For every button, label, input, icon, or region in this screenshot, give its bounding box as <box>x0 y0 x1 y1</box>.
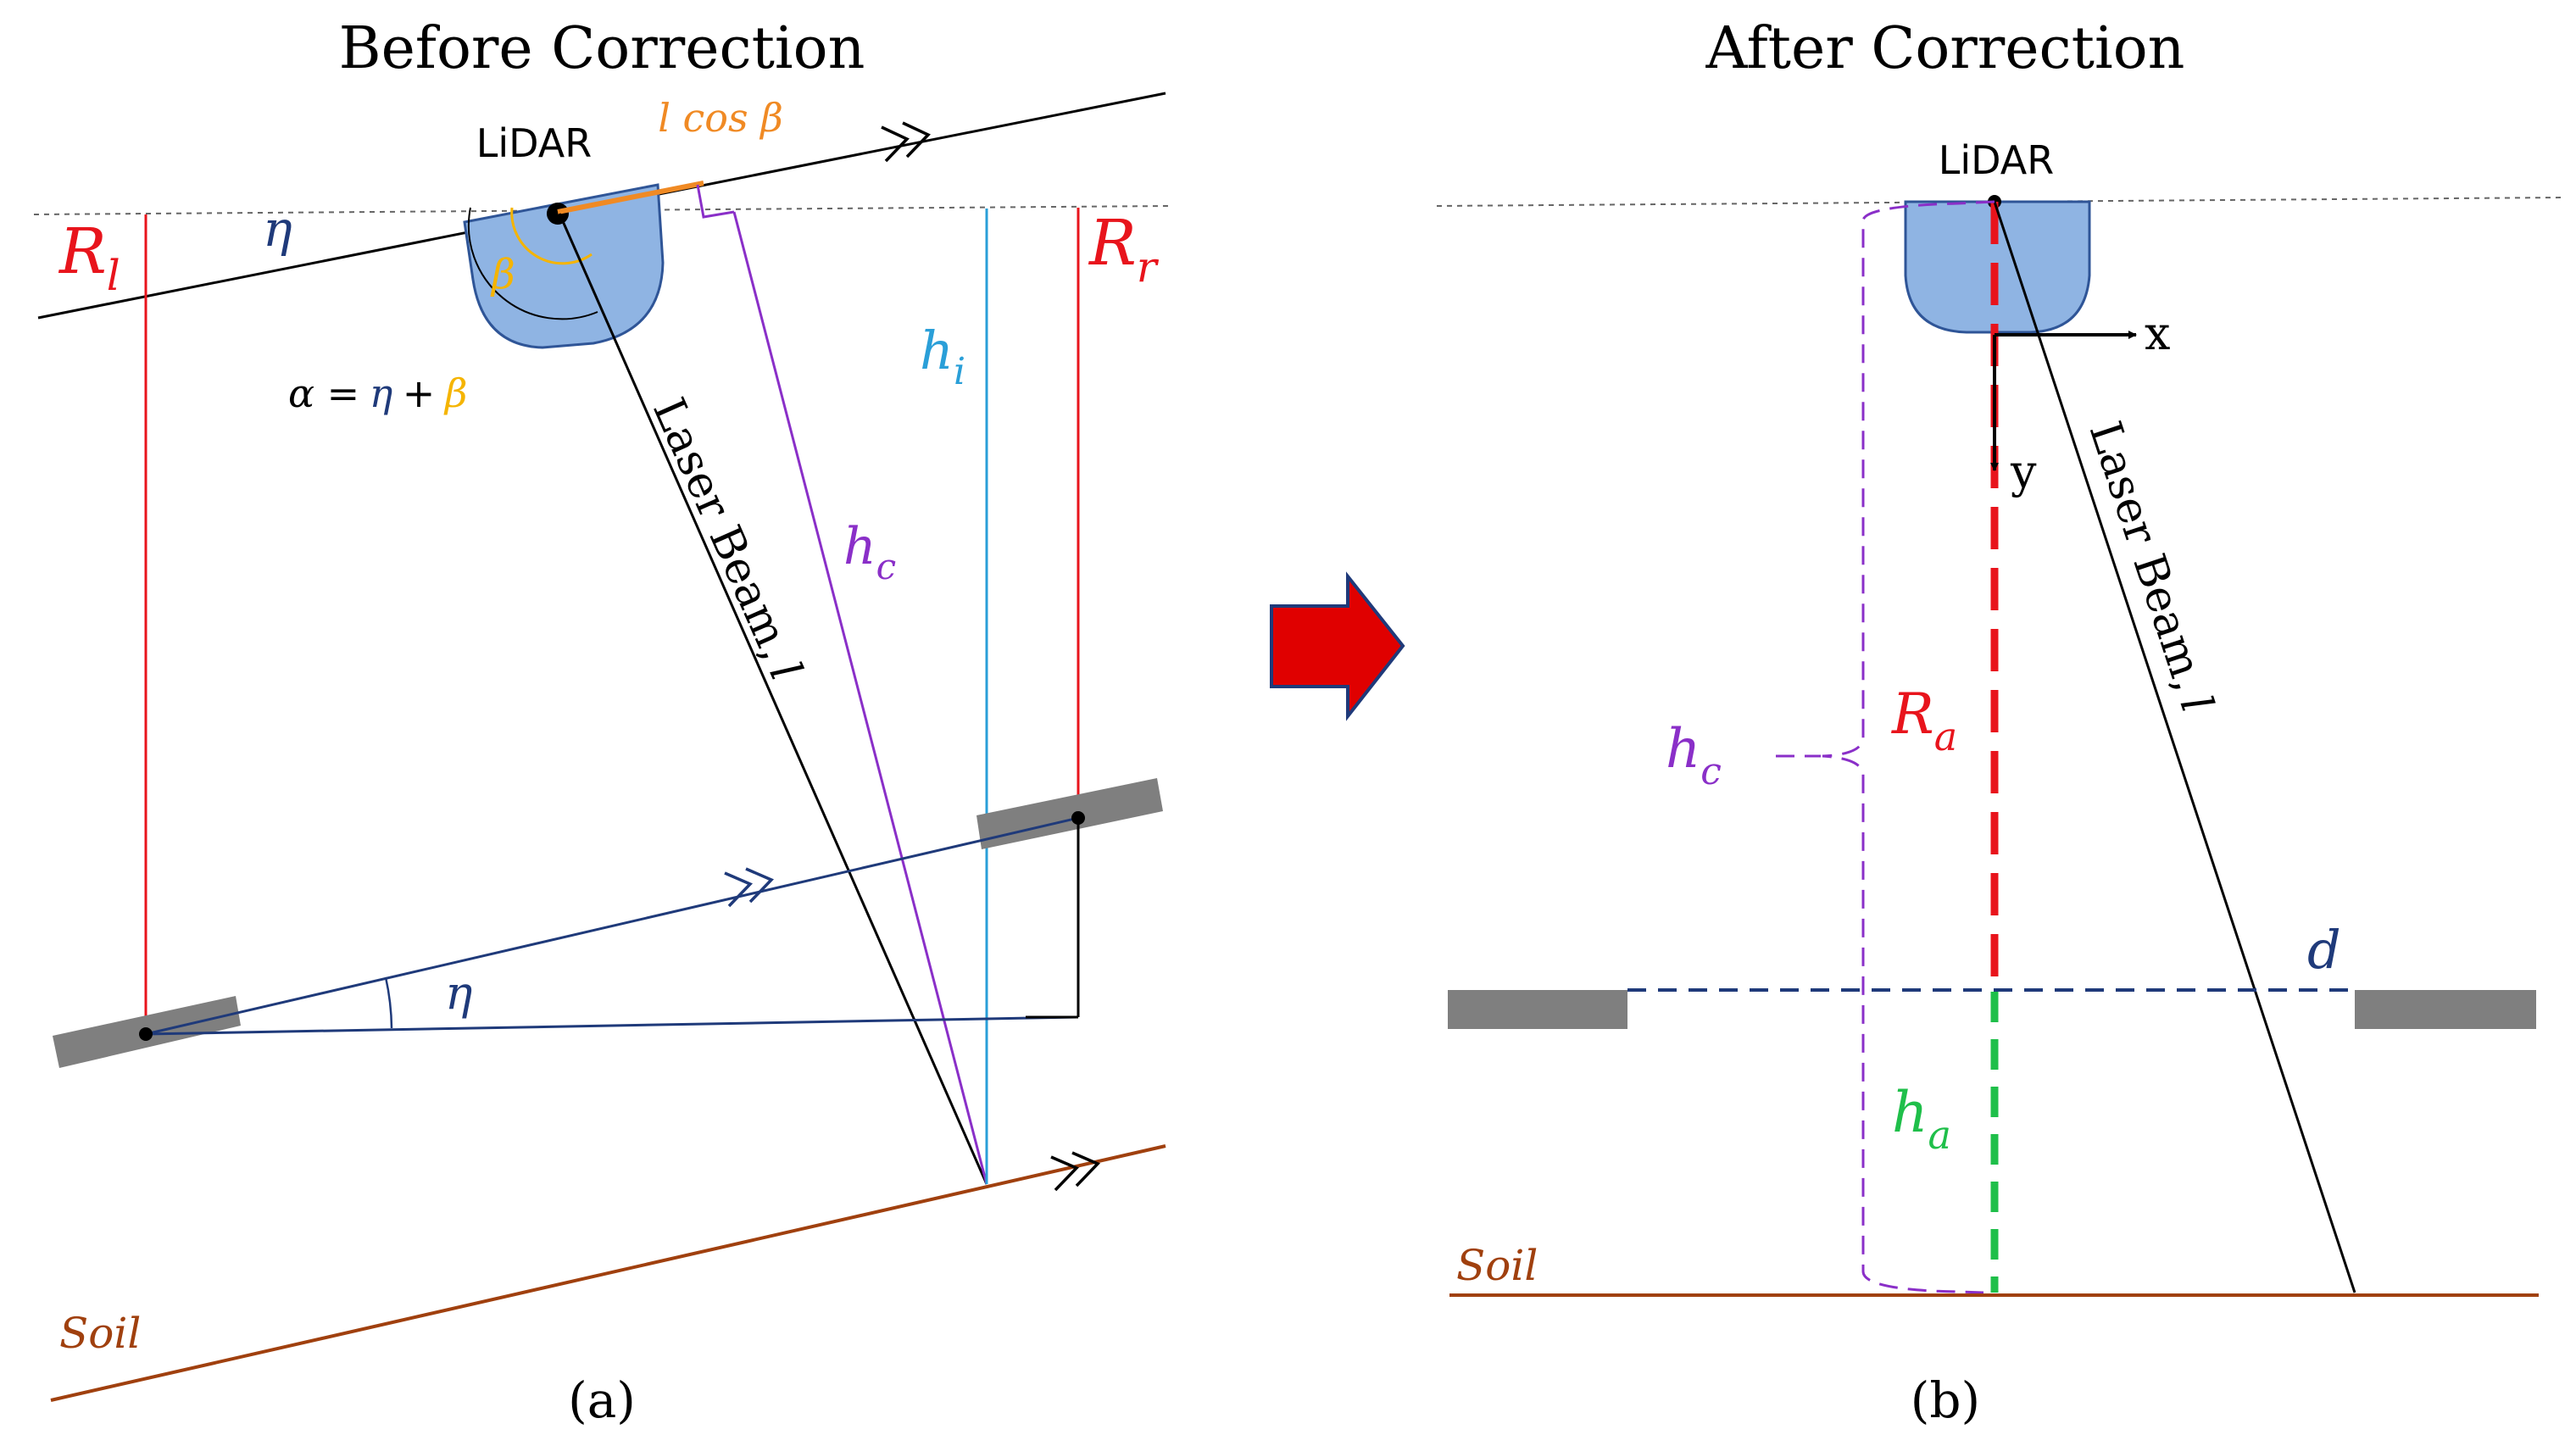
transition-arrow-icon <box>1270 571 1405 721</box>
alpha-angle-arc <box>467 207 598 320</box>
beta-label: β <box>490 251 515 298</box>
eta-angle-arc <box>384 976 393 1029</box>
h-i-label: hi <box>920 320 965 393</box>
panel-a: Before Correction LiDAR l cos β Rl <box>33 15 1171 1429</box>
plant-row-right-b <box>2355 990 2536 1029</box>
h-c-line <box>732 211 988 1185</box>
h-c-label-b: hc <box>1666 718 1722 793</box>
lidar-label-b: LiDAR <box>1939 137 2054 183</box>
laser-beam-line-b <box>1993 201 2356 1293</box>
horizontal-reference-line <box>33 205 1171 215</box>
l-cos-beta-label: l cos β <box>658 95 783 141</box>
panel-a-caption: (a) <box>568 1371 636 1429</box>
beta-angle-arc <box>510 207 593 265</box>
l-cos-beta-segment <box>557 181 704 214</box>
parallel-chevron-soil <box>1050 1151 1101 1192</box>
parallel-chevron-top <box>881 121 931 163</box>
R-r-label: Rr <box>1088 207 1160 292</box>
y-axis-label: y <box>2010 445 2037 498</box>
parallel-chevron-middle <box>724 867 775 908</box>
soil-label-left: Soil <box>59 1309 141 1358</box>
soil-line-left <box>50 1144 1166 1402</box>
lidar-label: LiDAR <box>476 120 592 166</box>
R-l-label: Rl <box>58 215 120 300</box>
panel-b: After Correction LiDAR x y Laser Beam,l … <box>1436 15 2565 1429</box>
eta-top-label: η <box>263 200 292 258</box>
eta-angle-label: η <box>445 966 472 1020</box>
row-point-right <box>1071 811 1085 825</box>
plant-row-left-b <box>1448 990 1627 1029</box>
row-connecting-line <box>145 816 1079 1036</box>
d-label: d <box>2307 919 2341 981</box>
h-a-label: ha <box>1892 1080 1951 1158</box>
h-c-label: hc <box>843 517 896 587</box>
panel-b-caption: (b) <box>1911 1371 1980 1429</box>
horizontal-baseline <box>145 1015 1079 1036</box>
panel-b-title: After Correction <box>1705 15 2185 82</box>
laser-beam-line <box>558 213 988 1185</box>
R-a-label: Ra <box>1891 681 1957 759</box>
right-angle-marker <box>696 184 735 219</box>
x-axis-label: x <box>2145 307 2170 360</box>
panel-a-title: Before Correction <box>339 15 865 82</box>
soil-label-right: Soil <box>1456 1241 1538 1290</box>
alpha-equation: α = η + β <box>288 370 467 416</box>
row-point-left <box>139 1027 153 1041</box>
laser-beam-label: Laser Beam,l <box>643 391 811 688</box>
lidar-point <box>547 203 569 225</box>
plant-row-right <box>976 778 1163 849</box>
h-c-brace <box>1822 200 1995 1294</box>
